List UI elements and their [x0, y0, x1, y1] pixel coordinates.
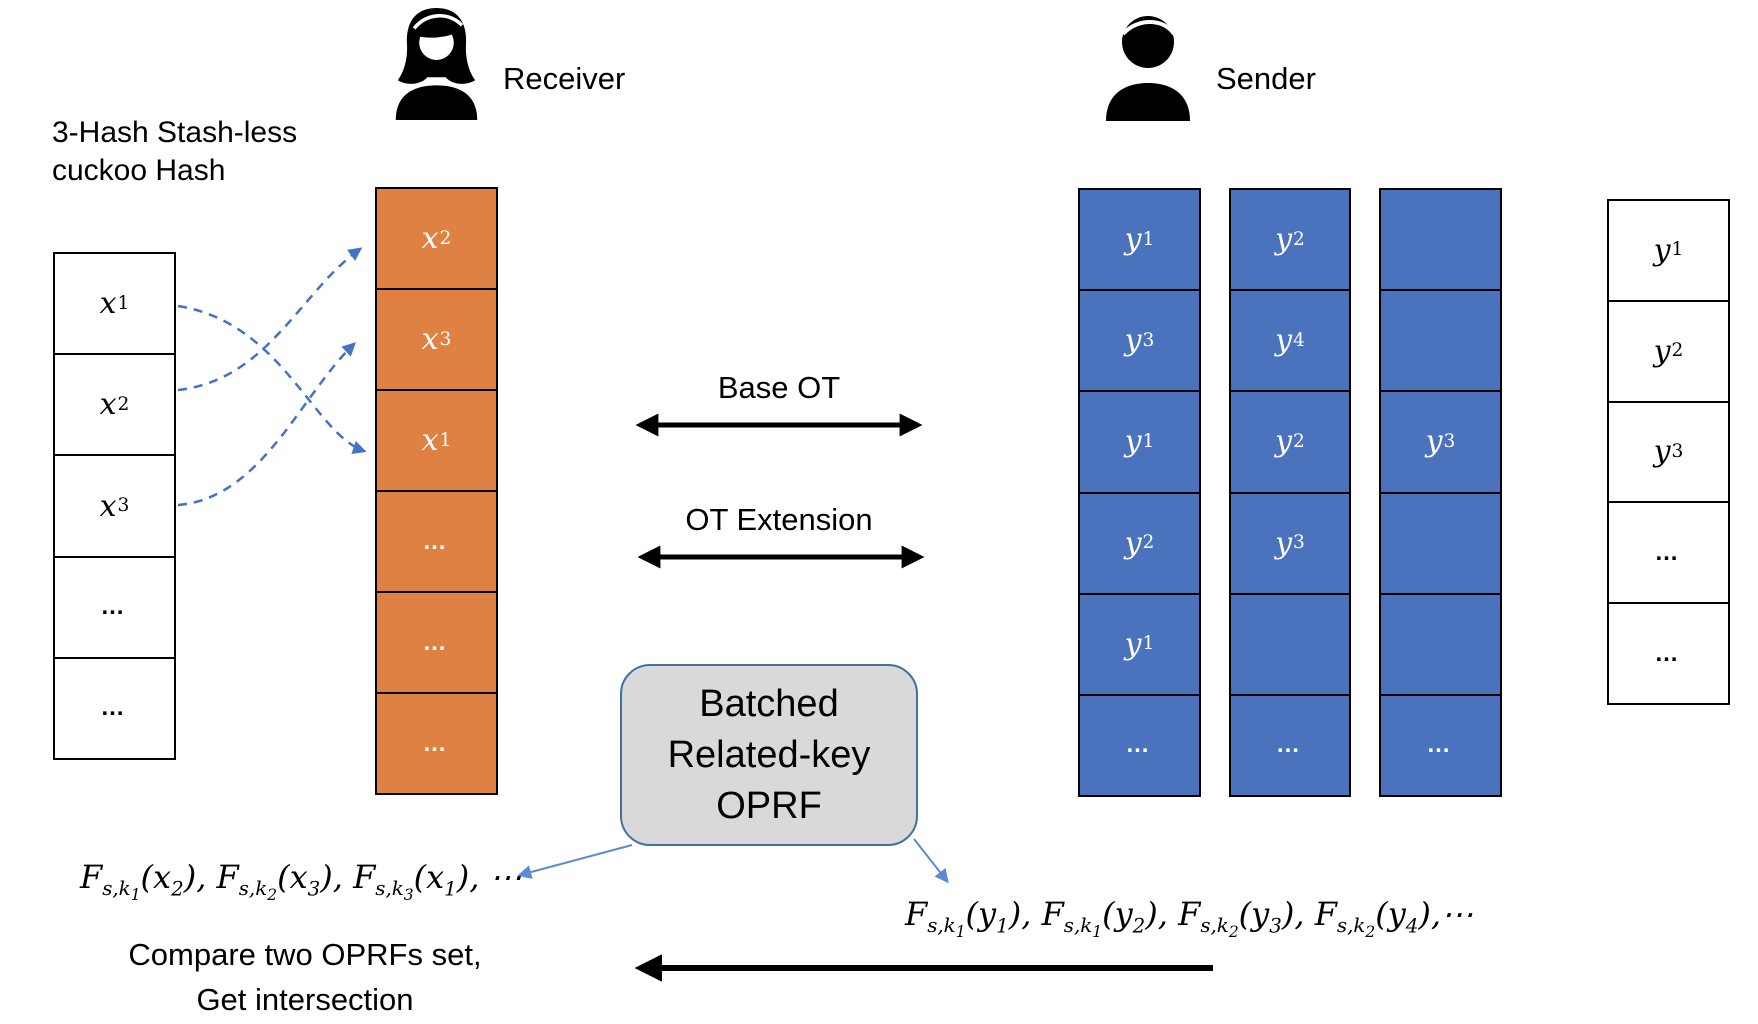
sender-icon	[1106, 16, 1190, 121]
table-cell	[1379, 188, 1502, 292]
table-cell: …	[1607, 602, 1730, 705]
oprf-box-line1: Batched	[699, 682, 839, 725]
receiver-oprf-formula: Fs,k1(x2), Fs,k2(x3), Fs,k3(x1), ⋯	[80, 858, 522, 905]
compare-note-line1: Compare two OPRFs set,	[128, 937, 482, 972]
hash-map-arrow-x2-to-bin1	[177, 247, 363, 392]
sender-label: Sender	[1216, 61, 1316, 96]
receiver-icon	[395, 8, 478, 120]
table-cell: …	[53, 656, 176, 761]
table-cell	[1229, 592, 1351, 696]
table-cell	[1379, 592, 1502, 696]
cuckoo-hash-note-line1: 3-Hash Stash-less	[52, 116, 298, 149]
oprf-box-line3: OPRF	[716, 784, 822, 827]
table-cell: …	[1078, 693, 1201, 798]
oprf-to-sender-arrow	[913, 838, 949, 884]
compare-note: Compare two OPRFs set, Get intersection	[90, 932, 520, 1022]
table-cell: …	[1607, 501, 1730, 605]
sender-oprf-formula: Fs,k1(y1), Fs,k1(y2), Fs,k2(y3), Fs,k2(y…	[905, 895, 1474, 942]
table-cell: …	[1379, 693, 1502, 798]
table-cell: …	[375, 591, 498, 694]
table-cell: …	[53, 555, 176, 659]
table-cell: …	[375, 490, 498, 593]
cuckoo-hash-note: 3-Hash Stash-less cuckoo Hash	[52, 114, 297, 190]
base-ot-label: Base OT	[717, 370, 841, 405]
oprf-box-line2: Related-key	[667, 733, 871, 776]
hash-map-arrow-x3-to-bin2	[177, 342, 356, 507]
oprf-box: Batched Related-key OPRF	[620, 664, 918, 846]
table-cell	[1379, 289, 1502, 393]
table-cell: …	[1229, 693, 1351, 798]
compare-note-line2: Get intersection	[196, 982, 414, 1017]
receiver-label: Receiver	[503, 61, 626, 96]
table-cell: …	[375, 692, 498, 795]
ot-extension-label: OT Extension	[685, 502, 873, 537]
hash-map-arrow-x1-to-bin3	[177, 304, 367, 454]
cuckoo-hash-note-line2: cuckoo Hash	[52, 154, 226, 187]
oprf-to-receiver-arrow	[517, 844, 633, 879]
table-cell	[1379, 491, 1502, 595]
